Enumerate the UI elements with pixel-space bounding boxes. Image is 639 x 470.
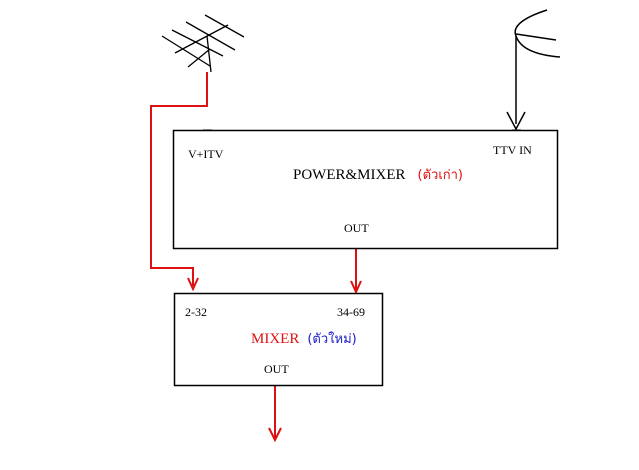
power-mixer-heading: POWER&MIXER (ตัวเก่า) — [293, 166, 463, 183]
yagi-antenna-icon — [161, 14, 245, 73]
mixer-output: OUT — [264, 362, 289, 376]
power-mixer-title: POWER&MIXER — [293, 167, 406, 183]
mixer-out-arrow — [268, 427, 282, 443]
power-mixer-input-left: V+ITV — [188, 147, 224, 161]
power-mixer-output: OUT — [344, 221, 369, 235]
power-mixer-tag: (ตัวเก่า) — [418, 168, 464, 183]
mixer-frame — [173, 292, 384, 387]
signal-wires — [150, 72, 362, 443]
power-mixer-out-arrow — [350, 280, 362, 295]
power-mixer-input-right: TTV IN — [493, 143, 532, 157]
mixer-title: MIXER — [251, 331, 299, 347]
power-mixer-box: V+ITV TTV IN POWER&MIXER (ตัวเก่า) OUT — [172, 129, 559, 250]
power-mixer-frame — [172, 129, 559, 250]
mixer-heading: MIXER (ตัวใหม่) — [251, 330, 357, 347]
mixer-box: 2-32 34-69 MIXER (ตัวใหม่) OUT — [173, 292, 384, 387]
antenna-wire — [150, 72, 208, 286]
mixer-input-left: 2-32 — [185, 305, 207, 319]
mixer-input-right: 34-69 — [337, 305, 365, 319]
mixer-tag: (ตัวใหม่) — [307, 331, 356, 347]
satellite-dish-icon — [506, 9, 561, 131]
antenna-arrow — [187, 277, 199, 292]
